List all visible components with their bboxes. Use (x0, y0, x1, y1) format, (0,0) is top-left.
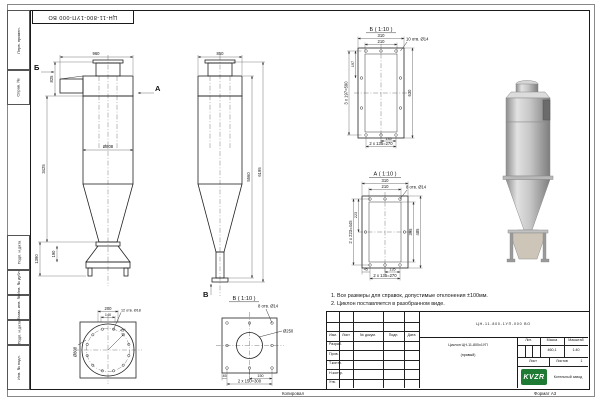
view-marker-a: А (155, 84, 161, 93)
dim-label: 223 (354, 212, 358, 218)
scale-value: 1:40 (572, 348, 580, 353)
dim-label: 45 (364, 268, 368, 272)
dim-label: 45° (120, 329, 126, 333)
mass-value: 460,1 (547, 348, 557, 353)
sheet-outer-border (7, 4, 595, 397)
dim-label: 2 x 135=270 (369, 141, 393, 146)
holes-note: 12 отв. Ø18 (121, 309, 141, 313)
col-header-date: Дата (407, 332, 416, 337)
col-header-list: Лист (342, 332, 350, 337)
dim-label: 1390 (34, 254, 39, 264)
dim-label: Ø250 (283, 329, 294, 334)
dim-label: 6195 (257, 167, 262, 177)
document-name: Циклон ЦН-11-800х1УП (448, 343, 488, 348)
3d-cone (505, 179, 551, 231)
staff-row-label: Утв. (329, 380, 336, 385)
staff-row-label: Н.контр. (329, 370, 343, 375)
view-marker-b: Б (34, 63, 40, 72)
top-designation-stamp: ЦН-11-800-1УП-000 ВО (32, 10, 134, 24)
note-line-1: 1. Все размеры для справок, допустимые о… (331, 293, 488, 299)
flange-shell-circle (81, 323, 135, 377)
cyclone-3d-view (502, 80, 554, 263)
dim-label: 45 (222, 374, 226, 378)
dim-label: 395 (408, 228, 413, 236)
footer-format: Формат А3 (534, 390, 557, 396)
front-view: 960 825 3425 1390 190 Ø808 Б А (34, 51, 161, 286)
section-a-view: А ( 1:10 ) 310 210 8 отв. Ø14 2 x 223=44… (348, 172, 427, 281)
frame-column-box: Подп. и дата (7, 320, 30, 345)
dim-label: 190 (51, 250, 56, 258)
staff-row-label: Пров. (329, 351, 339, 356)
3d-bunker (509, 232, 547, 260)
view-v: В ( 1:10 ) 8 отв. Ø14 Ø250 150 45 2 x 15… (216, 296, 294, 386)
section-title: В ( 1:10 ) (232, 296, 255, 302)
3d-cylinder (505, 121, 551, 177)
section-title: А ( 1:10 ) (373, 172, 396, 178)
frame-column-box: Взам. инв. № (7, 295, 30, 320)
dim-label: 630 (407, 89, 412, 97)
dim-label: 150 (257, 374, 263, 378)
sheet-inner-frame (30, 10, 590, 390)
dim-label: 210 (378, 39, 386, 44)
scale-label: Масштаб (568, 338, 584, 343)
dim-label: 135 (389, 268, 395, 272)
mass-label: Масса (546, 338, 558, 343)
company-name: Котельный завод (553, 374, 583, 379)
dim-label: 825 (49, 75, 54, 83)
holes-note: 8 отв. Ø14 (406, 185, 427, 190)
staff-row-label: Разраб. (329, 342, 342, 347)
front-cylinder-shell (82, 95, 134, 185)
section-b-view: Б ( 1:10 ) 310 210 10 отв. Ø14 3 x 1 (343, 27, 429, 149)
dim-label: 200 (105, 306, 113, 311)
holes-note: 8 отв. Ø14 (258, 304, 279, 309)
dim-label: 3 x 197=590 (343, 81, 348, 105)
dim-label: 2 x 135=270 (373, 273, 397, 278)
col-header-izm: Изм. (329, 332, 337, 337)
front-inlet-duct (59, 78, 84, 94)
col-header-sign: Подп. (388, 332, 399, 337)
dim-label: 3425 (41, 164, 46, 174)
document-name-suffix: (правый) (460, 352, 476, 357)
view-marker-v: В (203, 290, 209, 299)
dim-label: 960 (93, 51, 101, 56)
dim-label: 485 (415, 228, 420, 236)
title-block: Изм. Лист № докум. Подп. Дата Разраб. Пр… (326, 311, 590, 390)
dim-label: 140 (105, 313, 111, 317)
dim-label: 310 (378, 33, 386, 38)
frame-column-box: Перв. примен. (7, 10, 30, 70)
frame-column-box: Справ. № (7, 70, 30, 105)
dim-label: 2 x 223=445 (348, 220, 353, 244)
lit-label: Лит. (525, 338, 532, 343)
frame-column-box: Инв. № дубл. (7, 270, 30, 295)
document-designation: ЦН-11-800-1УП-000 ВО (476, 321, 531, 326)
footer-copied: Копировал (282, 390, 305, 396)
dim-label: 135 (385, 137, 391, 141)
frame-column-box: Инв. № подл. (7, 345, 30, 390)
side-cylinder-shell (197, 95, 243, 185)
flange-view: 45° 200 140 12 отв. Ø18 Ø808 (73, 306, 142, 384)
sheet-label: Лист (529, 358, 537, 363)
dim-label: 850 (217, 51, 225, 56)
dim-label: 2 x 150=300 (238, 379, 262, 384)
holes-note: 10 отв. Ø14 (406, 37, 429, 42)
company-logo: KVZR (521, 369, 547, 385)
section-title: Б ( 1:10 ) (370, 27, 393, 33)
note-line-2: 2. Циклон поставляется в разобранном вид… (331, 301, 445, 308)
dim-label: 210 (382, 184, 390, 189)
dim-label: 5560 (246, 172, 251, 182)
dim-label: 197 (351, 61, 355, 67)
col-header-doc: № докум. (360, 332, 376, 337)
notes: 1. Все размеры для справок, допустимые о… (331, 292, 488, 308)
side-view: 850 5560 6195 В (197, 51, 265, 299)
staff-row-label: Т.контр. (329, 361, 343, 366)
dim-label: Ø808 (73, 346, 78, 357)
sheets-value: 1 (580, 358, 583, 363)
frame-column-box: Подп. и дата (7, 235, 30, 270)
dim-label: Ø808 (103, 144, 114, 149)
dim-label: 310 (382, 178, 390, 183)
sheets-label: Листов (556, 358, 568, 363)
